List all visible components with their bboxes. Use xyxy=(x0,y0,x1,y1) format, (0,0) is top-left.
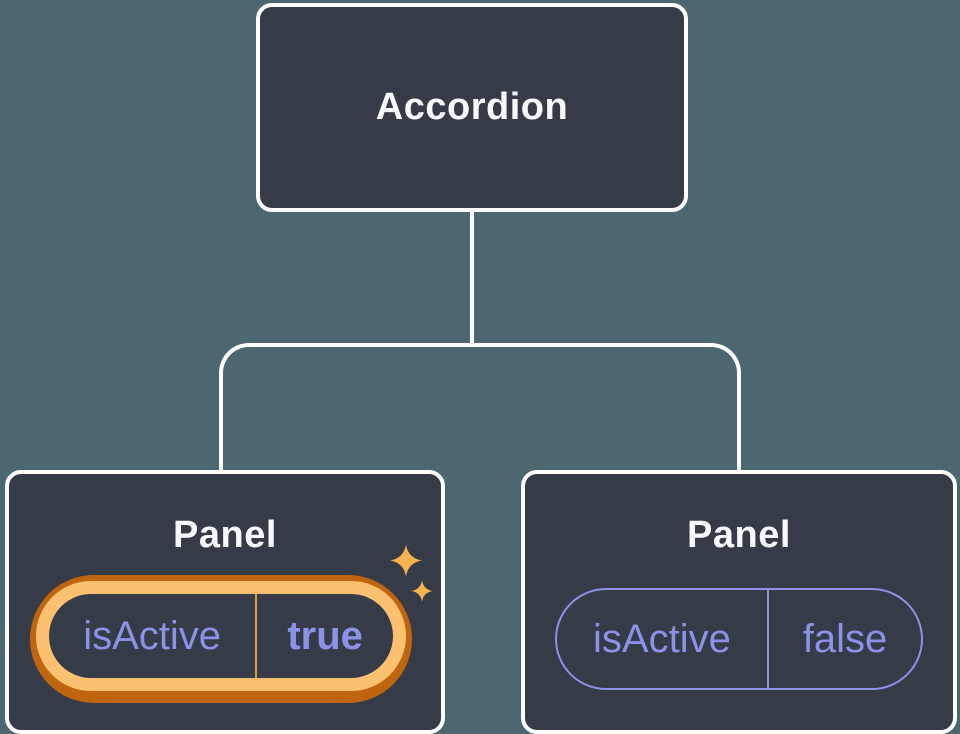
connector-stem xyxy=(470,210,474,347)
panel-label: Panel xyxy=(687,514,791,556)
state-prop-value: false xyxy=(802,616,888,661)
state-pill-active: isActive true xyxy=(30,575,412,703)
state-prop-value-cell: false xyxy=(766,590,921,688)
state-prop-value-cell: true xyxy=(255,594,393,678)
accordion-node: Accordion xyxy=(256,3,688,212)
sparkle-icon-small xyxy=(411,580,433,602)
connector-branch xyxy=(219,343,741,474)
panel-label: Panel xyxy=(173,514,277,556)
state-pill-active-core: isActive true xyxy=(49,594,393,678)
state-prop-name: isActive xyxy=(83,613,222,658)
state-prop-value: true xyxy=(287,613,363,658)
sparkle-icon-large xyxy=(389,544,423,577)
state-prop-name-cell: isActive xyxy=(49,594,255,678)
state-prop-name-cell: isActive xyxy=(557,590,767,688)
state-prop-name: isActive xyxy=(593,616,731,661)
accordion-label: Accordion xyxy=(375,86,569,128)
state-pill-inactive: isActive false xyxy=(555,588,923,690)
state-pill-active-ring: isActive true xyxy=(36,581,406,691)
